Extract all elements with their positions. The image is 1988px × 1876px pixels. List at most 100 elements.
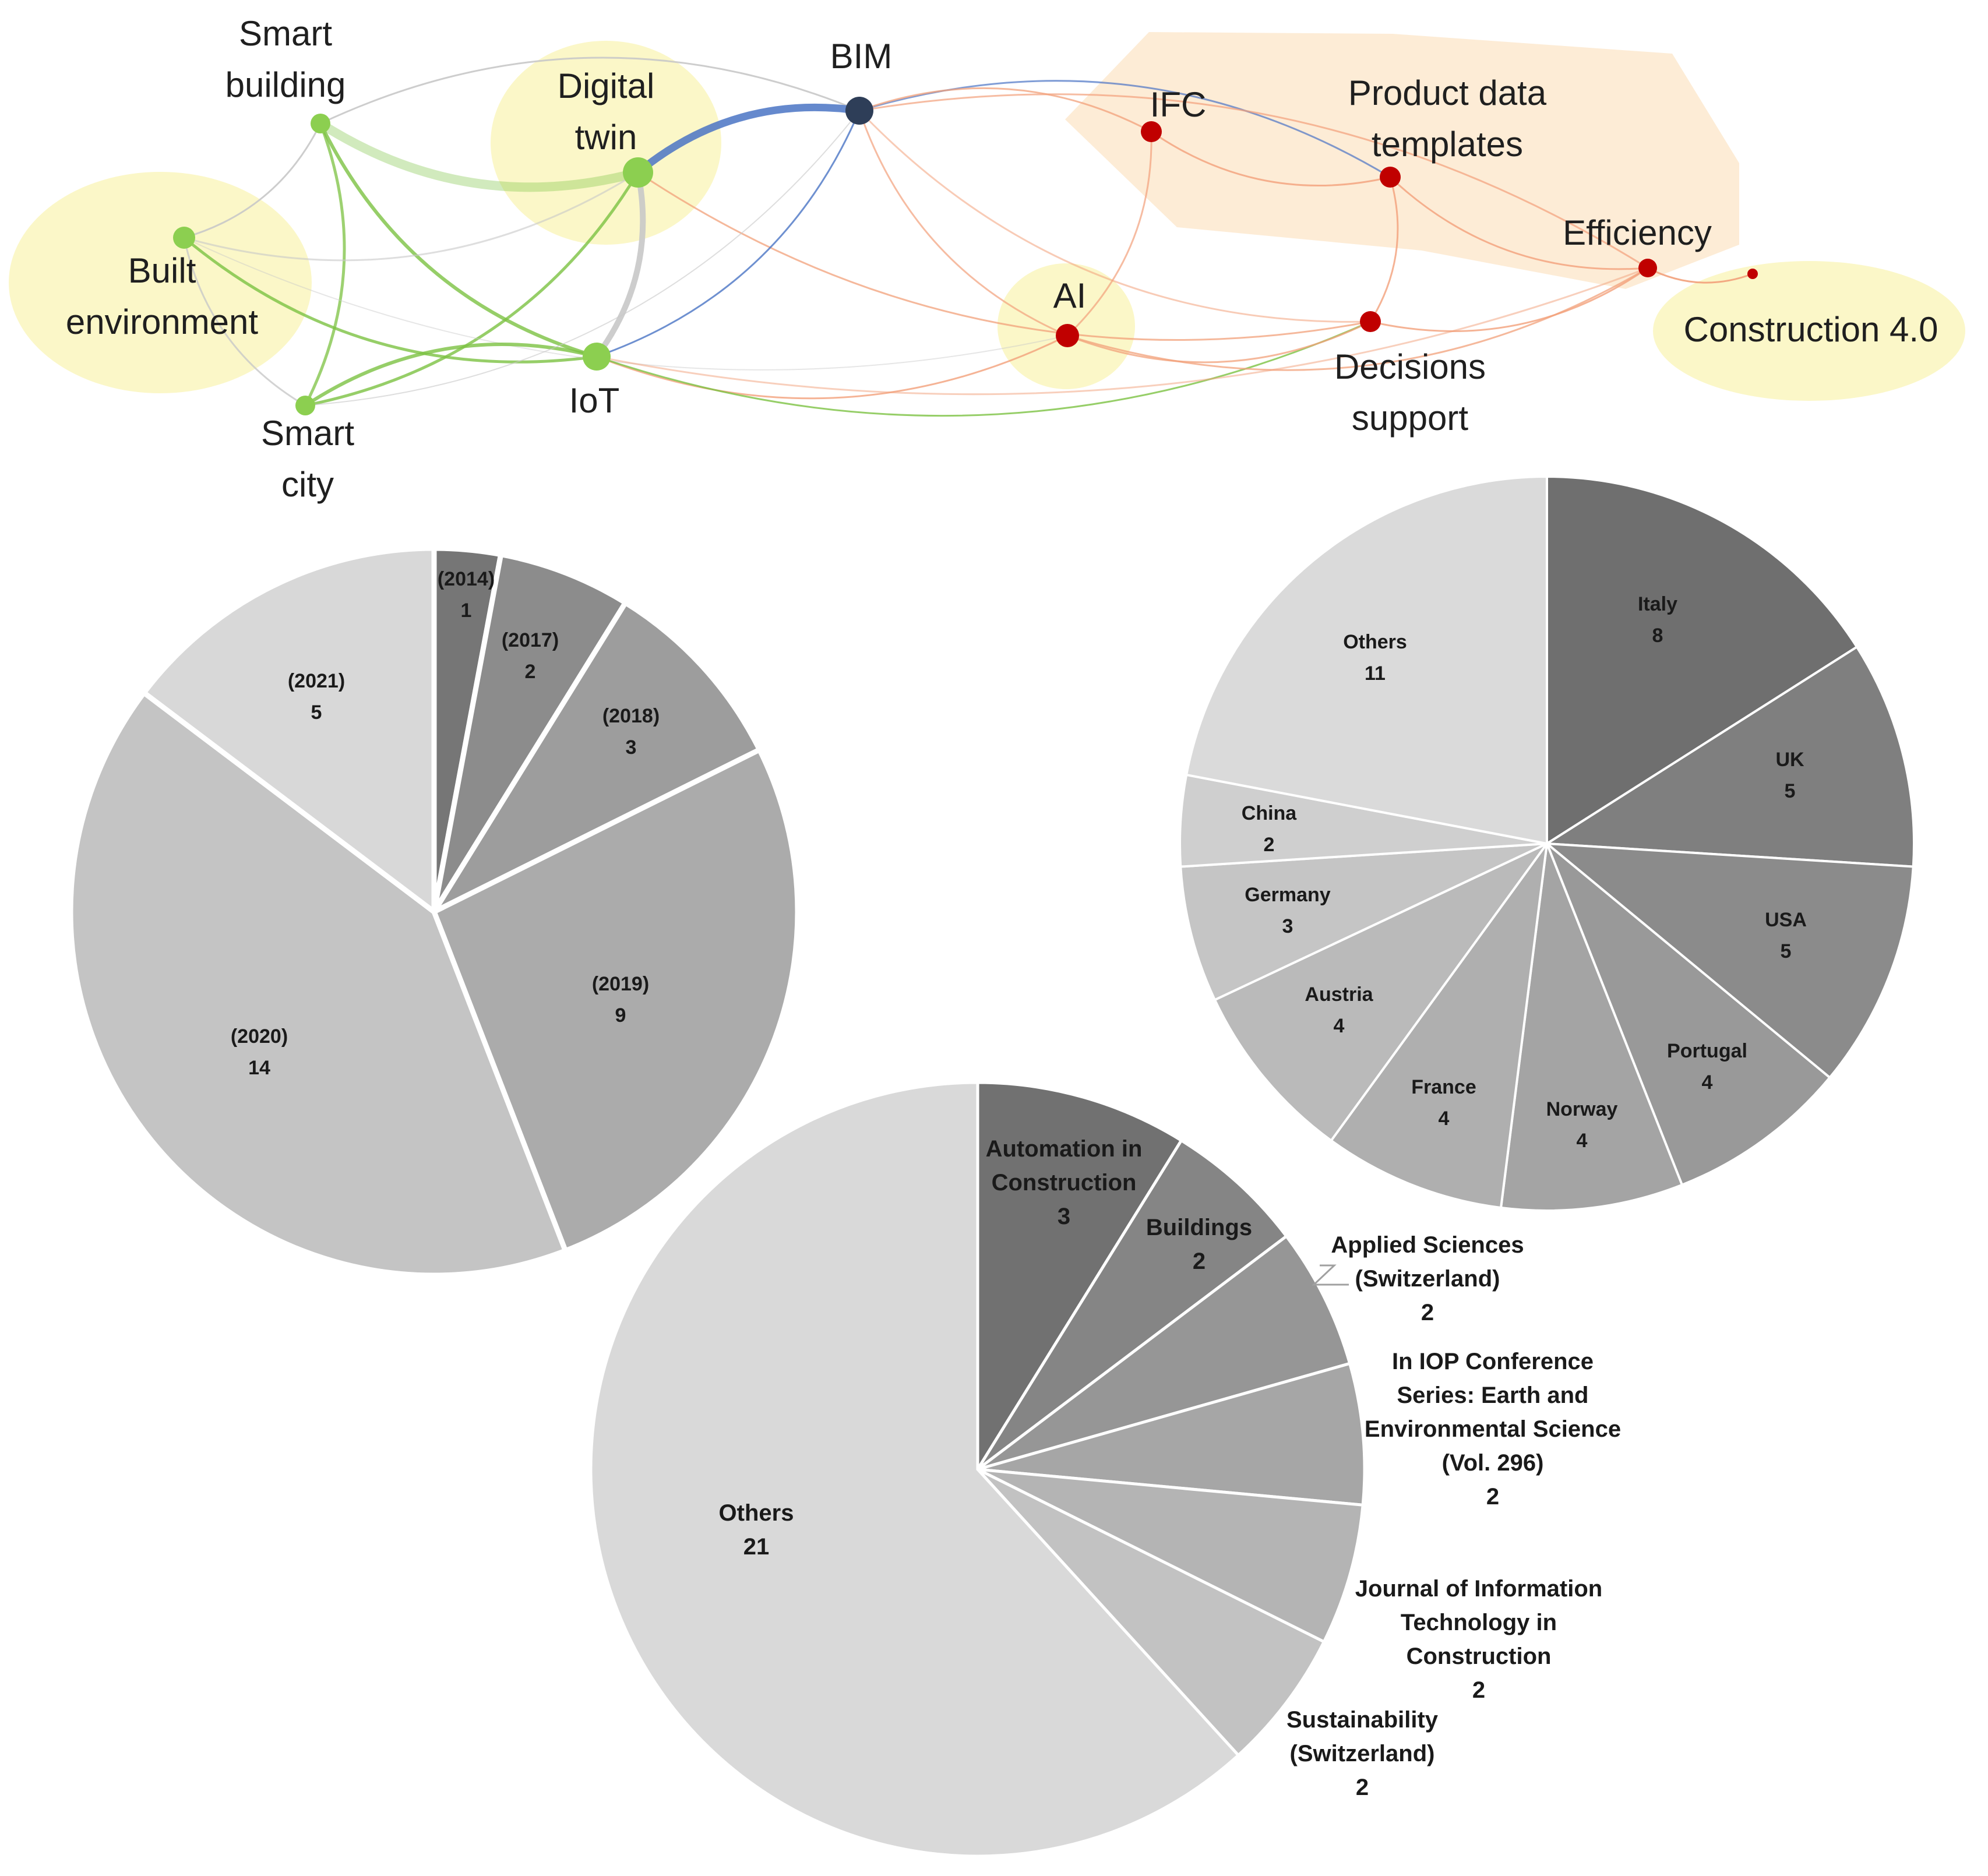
slice-label-text: Buildings (1146, 1215, 1252, 1240)
node-built-environment (173, 227, 195, 249)
slice-label-text: Sustainability (1286, 1707, 1439, 1733)
node-label-line: IoT (569, 381, 620, 420)
edge-digital-twin-decisions-support (637, 171, 1372, 341)
edge-efficiency-construction-40 (1647, 267, 1754, 284)
network-edges (182, 57, 1754, 417)
slice-label-sustainability-switzerland: Sustainability (Switzerland) 2 (1286, 1707, 1439, 1800)
slice-value: 1 (461, 600, 472, 622)
edge-ai-decisions-support (1066, 320, 1372, 364)
slice-value: 2 (1472, 1677, 1485, 1703)
node-label-line: Smart (261, 414, 354, 453)
slice-value: 5 (1785, 780, 1796, 802)
pie-slice-2017 (431, 551, 629, 914)
edge-built-environment-iot (182, 236, 598, 364)
slice-label-text: (Switzerland) (1290, 1741, 1435, 1766)
slice-value: 4 (1439, 1108, 1450, 1130)
slice-value: 2 (1264, 834, 1275, 856)
node-label-ifc: IFC (1150, 85, 1207, 124)
node-label-line: IFC (1150, 85, 1207, 124)
edge-smart-building-iot (319, 122, 598, 358)
node-label-line: twin (575, 118, 637, 157)
slice-label-germany: Germany 3 (1245, 884, 1330, 937)
slice-label-text: Construction (1407, 1644, 1552, 1669)
pie-slice-others (589, 1081, 1240, 1858)
edge-efficiency-decisions-support (1369, 267, 1649, 332)
node-label-efficiency: Efficiency (1563, 213, 1712, 252)
slice-label-2014: (2014)1 (438, 568, 495, 622)
pie-slice-usa (1543, 842, 1915, 1080)
node-label-line: city (281, 465, 334, 504)
pie-chart-years: (2014)1(2017)2(2018)3(2019)9(2020)14(202… (68, 545, 801, 1278)
slice-value: 9 (615, 1004, 626, 1027)
node-construction-40 (1747, 269, 1758, 279)
slice-label-2017: (2017)2 (502, 629, 559, 683)
edge-ifc-ai (1066, 131, 1152, 337)
slice-value: 2 (1421, 1300, 1434, 1325)
slice-value: 14 (248, 1057, 270, 1079)
slice-label-text: (Vol. 296) (1442, 1450, 1544, 1476)
edge-bim-decisions-support (858, 110, 1372, 323)
pie-slice-italy (1546, 475, 1859, 846)
node-label-line: templates (1372, 125, 1523, 164)
node-label-iot: IoT (569, 381, 620, 420)
slice-label-text: (Switzerland) (1355, 1266, 1500, 1292)
edge-built-environment-ai (184, 237, 1068, 371)
edge-ifc-product-data-templates (1150, 131, 1391, 187)
pie-slice-sustainability-switzerland (977, 1468, 1326, 1758)
slice-label-text: Automation in (986, 1136, 1143, 1162)
pie-slice-norway (1499, 843, 1684, 1212)
slice-value: 4 (1702, 1071, 1713, 1094)
slice-label-text: Others (1343, 631, 1407, 653)
edge-digital-twin-built-environment (183, 171, 639, 262)
node-label-line: Efficiency (1563, 213, 1712, 252)
node-label-bim: BIM (830, 37, 893, 76)
node-label-built-environment: Built environment (66, 251, 259, 341)
slice-label-text: Series: Earth and (1397, 1383, 1588, 1408)
slice-value: 4 (1577, 1130, 1588, 1152)
node-label-line: Smart (239, 14, 332, 53)
slice-label-text: Italy (1638, 593, 1677, 615)
node-bim (845, 97, 873, 125)
slice-value: 2 (1356, 1775, 1369, 1800)
slice-label-text: Germany (1245, 884, 1330, 906)
slice-value: 3 (1282, 915, 1293, 937)
node-label-line: AI (1053, 276, 1087, 315)
pie-slice-others (1185, 475, 1548, 845)
node-label-line: support (1352, 399, 1468, 438)
slice-label-text: (2021) (288, 670, 345, 692)
edge-bim-ifc (858, 87, 1152, 133)
edge-smart-building-bim (319, 57, 861, 125)
pie-slice-in-iop-conference-series-earth-and-environmental-science-vol-296 (977, 1362, 1366, 1507)
slice-label-text: (2018) (602, 705, 660, 727)
slice-label-2021: (2021)5 (288, 670, 345, 724)
node-label-line: environment (66, 302, 259, 341)
edge-bim-efficiency (858, 93, 1649, 269)
slice-label-text: Norway (1546, 1098, 1618, 1120)
slice-value: 3 (626, 736, 637, 759)
node-iot (583, 343, 611, 371)
edge-smart-building-digital-twin (316, 119, 643, 192)
node-product-data-templates (1380, 167, 1401, 188)
pie-slice-2021 (140, 545, 437, 918)
edge-digital-twin-bim (634, 103, 863, 177)
slice-label-text: Environmental Science (1365, 1416, 1621, 1442)
node-label-line: Digital (558, 66, 655, 105)
node-smart-building (311, 114, 330, 133)
edge-iot-ai (595, 334, 1069, 400)
edge-smart-building-smart-city (304, 122, 346, 407)
slice-label-text: China (1242, 802, 1298, 824)
edge-built-environment-smart-city (183, 237, 306, 407)
edge-ai-efficiency (1066, 267, 1649, 371)
node-label-line: Built (128, 251, 196, 290)
slice-label-text: UK (1775, 749, 1804, 771)
node-label-construction-40: Construction 4.0 (1684, 310, 1938, 349)
edge-smart-city-bim (305, 110, 860, 406)
